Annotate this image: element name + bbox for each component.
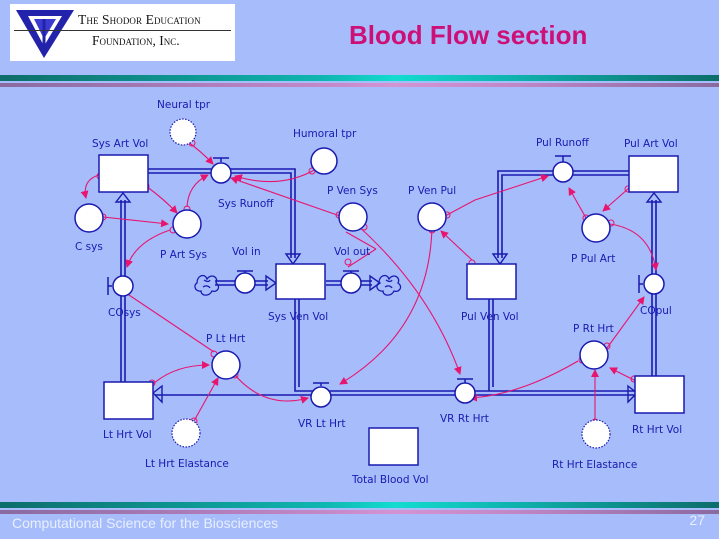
- stock-lt-hrt-vol[interactable]: Lt Hrt Vol: [103, 381, 154, 441]
- sink-cloud-icon: [376, 274, 402, 296]
- converter-lt-hrt-elastance[interactable]: Lt Hrt Elastance: [145, 418, 229, 470]
- footer-divider-teal: [0, 502, 719, 508]
- source-cloud-icon: [194, 274, 220, 296]
- flow-sys-runoff[interactable]: Sys Runoff: [210, 157, 274, 210]
- connectors: [80, 139, 659, 422]
- converter-p-pul-art[interactable]: P Pul Art: [571, 213, 615, 265]
- converter-p-ven-sys[interactable]: P Ven Sys: [327, 185, 378, 232]
- flow-pul-runoff[interactable]: Pul Runoff: [536, 137, 590, 183]
- flow-label: Pul Runoff: [536, 137, 590, 149]
- flow-label: Sys Runoff: [218, 198, 274, 210]
- stock-sys-art-vol[interactable]: Sys Art Vol: [92, 138, 149, 193]
- converter-p-ven-pul[interactable]: P Ven Pul: [408, 185, 456, 232]
- flow-label: COpul: [640, 305, 672, 317]
- logo-line-1: The Shodor Education: [78, 12, 201, 27]
- page-number: 27: [689, 512, 705, 528]
- converter-label: Neural tpr: [157, 99, 211, 111]
- footer-divider-pink: [0, 510, 719, 514]
- flow-vol-in[interactable]: Vol in: [232, 246, 261, 294]
- converter-label: P Pul Art: [571, 253, 615, 265]
- header-divider-pink: [0, 83, 719, 87]
- stock-label: Total Blood Vol: [351, 474, 429, 486]
- converter-rt-hrt-elastance[interactable]: Rt Hrt Elastance: [552, 419, 637, 471]
- stock-rt-hrt-vol[interactable]: Rt Hrt Vol: [632, 375, 685, 436]
- flow-label: VR Lt Hrt: [298, 418, 345, 430]
- stock-label: Rt Hrt Vol: [632, 424, 682, 436]
- converter-label: Rt Hrt Elastance: [552, 459, 637, 471]
- connector-origins: [96, 139, 638, 426]
- shodor-triangle-icon: [16, 10, 74, 58]
- flow-label: Vol in: [232, 246, 261, 258]
- stock-label: Sys Ven Vol: [268, 311, 328, 323]
- converter-label: P Ven Sys: [327, 185, 378, 197]
- converter-label: P Ven Pul: [408, 185, 456, 197]
- flow-vr-lt-hrt[interactable]: VR Lt Hrt: [298, 382, 345, 430]
- converter-label: Humoral tpr: [293, 128, 357, 140]
- stock-label: Sys Art Vol: [92, 138, 148, 150]
- converter-label: P Art Sys: [160, 249, 207, 261]
- flow-vr-rt-hrt[interactable]: VR Rt Hrt: [440, 378, 489, 425]
- stock-pul-art-vol[interactable]: Pul Art Vol: [624, 138, 679, 193]
- stock-label: Pul Art Vol: [624, 138, 678, 150]
- flow-co-sys[interactable]: COsys: [107, 275, 141, 319]
- converter-humoral-tpr[interactable]: Humoral tpr: [293, 128, 357, 175]
- converter-p-lt-hrt[interactable]: P Lt Hrt: [206, 333, 245, 380]
- converter-p-rt-hrt[interactable]: P Rt Hrt: [573, 323, 614, 370]
- converter-c-sys[interactable]: C sys: [74, 203, 104, 253]
- converter-label: P Rt Hrt: [573, 323, 614, 335]
- header-divider-teal: [0, 75, 719, 81]
- converter-p-art-sys[interactable]: P Art Sys: [160, 209, 207, 261]
- logo-rule: [14, 30, 231, 31]
- flow-vol-out[interactable]: Vol out: [334, 246, 370, 294]
- stock-label: Lt Hrt Vol: [103, 429, 152, 441]
- converter-label: Lt Hrt Elastance: [145, 458, 229, 470]
- stock-label: Pul Ven Vol: [461, 311, 519, 323]
- stock-pul-ven-vol[interactable]: Pul Ven Vol: [461, 263, 519, 323]
- converter-neural-tpr[interactable]: Neural tpr: [157, 99, 211, 146]
- converter-label: P Lt Hrt: [206, 333, 245, 345]
- stock-total-blood-vol[interactable]: Total Blood Vol: [351, 427, 429, 486]
- flow-label: COsys: [108, 307, 141, 319]
- logo-line-2: Foundation, Inc.: [92, 33, 180, 48]
- course-title: Computational Science for the Bioscience…: [12, 515, 279, 531]
- shodor-logo: The Shodor Education Foundation, Inc.: [10, 4, 235, 61]
- flow-label: VR Rt Hrt: [440, 413, 489, 425]
- converter-label: C sys: [75, 241, 103, 253]
- flow-label: Vol out: [334, 246, 370, 258]
- slide-title: Blood Flow section: [349, 20, 588, 50]
- stock-sys-ven-vol[interactable]: Sys Ven Vol: [268, 263, 328, 323]
- flow-co-pul[interactable]: COpul: [638, 273, 672, 317]
